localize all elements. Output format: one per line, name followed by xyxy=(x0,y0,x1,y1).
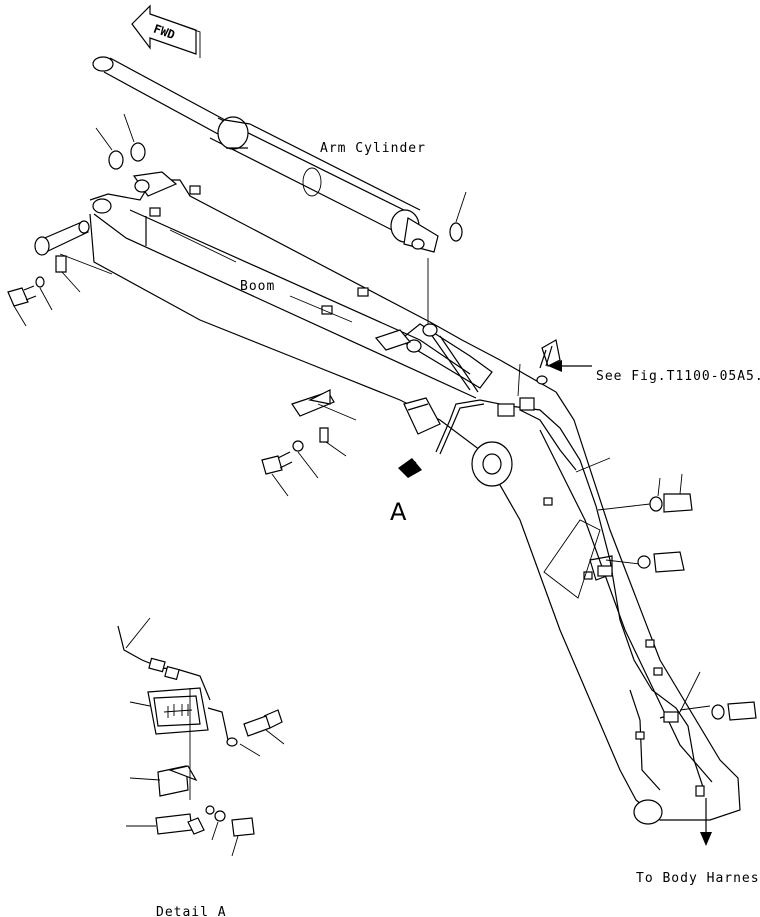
right-fasteners xyxy=(536,339,757,721)
boom-foot-pin xyxy=(7,220,113,327)
fwd-arrow-icon: FWD xyxy=(131,4,201,58)
view-a-arrow-icon xyxy=(398,458,422,478)
detail-a-drawing xyxy=(117,617,285,857)
fwd-label: FWD xyxy=(152,22,177,43)
view-a-label: A xyxy=(390,498,407,526)
work-lamp xyxy=(403,397,441,435)
cylinder-pin-washers xyxy=(95,113,467,242)
lamp-bracket-assembly xyxy=(261,389,357,497)
to-body-harness-label: To Body Harness xyxy=(636,871,760,886)
arm-cylinder xyxy=(92,56,439,330)
detail-a-label: Detail A xyxy=(156,905,227,917)
see-fig-label: See Fig.T1100-05A5. xyxy=(596,369,760,384)
arm-cylinder-label: Arm Cylinder xyxy=(320,141,426,156)
boom xyxy=(89,171,741,825)
see-fig-arrow-icon xyxy=(548,360,592,372)
boom-label: Boom xyxy=(240,279,275,294)
boom-harness xyxy=(435,363,711,797)
to-body-arrow-icon xyxy=(700,798,712,846)
